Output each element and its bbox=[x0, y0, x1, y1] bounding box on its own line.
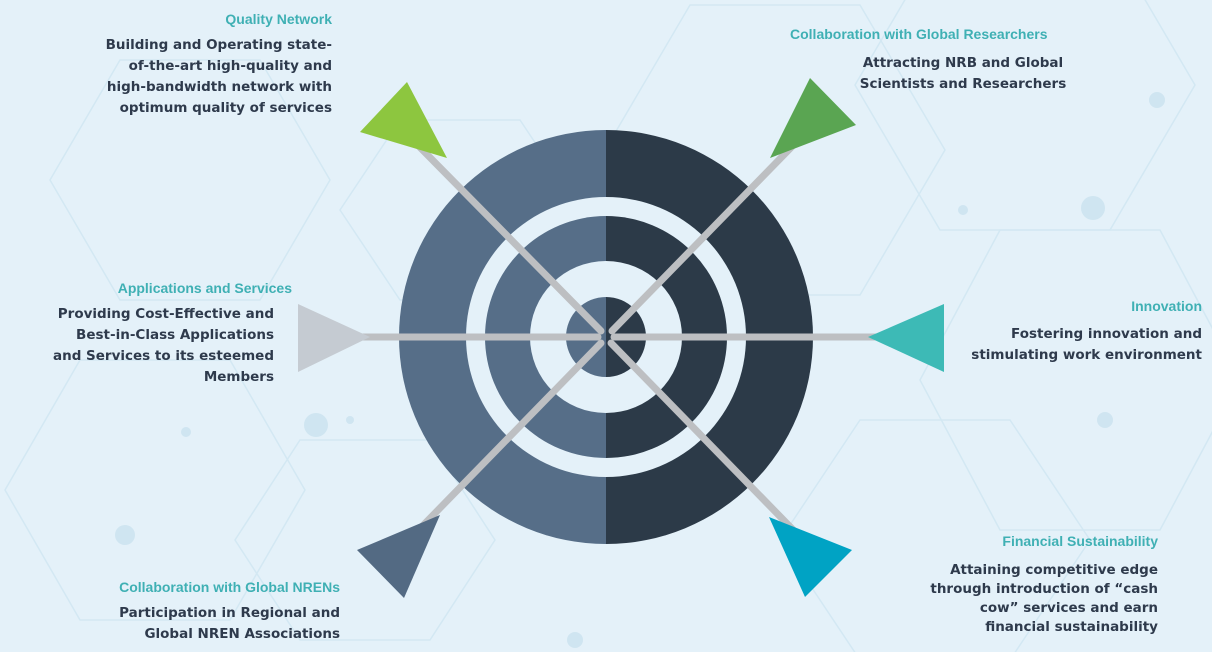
arrow-shaft-quality-network bbox=[391, 118, 605, 335]
arrow-shaft-global-nrens bbox=[397, 339, 605, 552]
goal-title: Applications and Services bbox=[117, 280, 292, 296]
goal-description: Participation in Regional and Global NRE… bbox=[119, 605, 340, 642]
goal-description: Fostering innovation and stimulating wor… bbox=[971, 326, 1202, 363]
goal-description: Providing Cost-Effective and Best-in-Cla… bbox=[52, 306, 274, 385]
goal-global-nrens: Collaboration with Global NRENs Particip… bbox=[119, 579, 340, 645]
arrow-head-innovation bbox=[868, 304, 944, 372]
goal-title: Quality Network bbox=[225, 11, 332, 27]
goal-title: Collaboration with Global NRENs bbox=[119, 579, 340, 595]
arrow-shaft-financial-sustainability bbox=[607, 339, 807, 544]
goal-applications-services: Applications and Services Providing Cost… bbox=[52, 280, 292, 388]
goal-innovation: Innovation Fostering innovation and stim… bbox=[971, 298, 1202, 366]
goal-title: Financial Sustainability bbox=[1002, 533, 1158, 549]
goal-description: Building and Operating state- of-the-art… bbox=[105, 37, 332, 116]
goal-title: Innovation bbox=[1131, 298, 1202, 314]
arrow-head-global-researchers bbox=[770, 78, 856, 158]
goal-description: Attracting NRB and Global Scientists and… bbox=[859, 55, 1067, 92]
goal-quality-network: Quality Network Building and Operating s… bbox=[106, 11, 332, 119]
target-rings bbox=[399, 130, 813, 544]
goal-global-researchers: Collaboration with Global Researchers At… bbox=[790, 26, 1120, 95]
arrow-head-financial-sustainability bbox=[769, 517, 852, 597]
arrow-shaft-global-researchers bbox=[608, 122, 816, 335]
goal-financial-sustainability: Financial Sustainability Attaining compe… bbox=[930, 533, 1158, 637]
arrow-head-quality-network bbox=[360, 82, 447, 158]
arrow-head-global-nrens bbox=[357, 515, 440, 598]
arrow-head-applications-services bbox=[298, 304, 370, 372]
goal-description: Attaining competitive edge through intro… bbox=[930, 562, 1158, 635]
goal-title: Collaboration with Global Researchers bbox=[790, 26, 1048, 42]
